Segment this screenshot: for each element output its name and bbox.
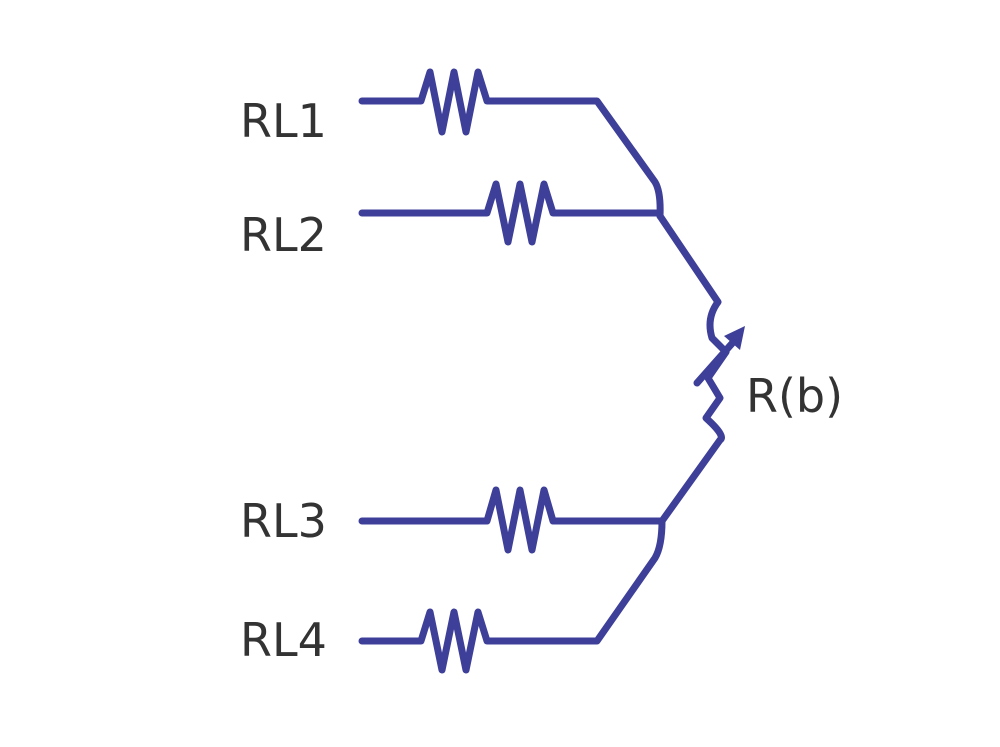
rl4-wire: [358, 517, 666, 674]
rl2-wire: [358, 180, 664, 246]
rb-trunk-wire: [656, 212, 730, 525]
rb-arrow-head: [724, 326, 745, 350]
rl3-wire: [358, 486, 666, 554]
label-rl3: RL3: [240, 494, 327, 548]
label-rl4: RL4: [240, 613, 327, 667]
label-rl2: RL2: [240, 208, 327, 262]
label-rl1: RL1: [240, 94, 327, 148]
rl1-wire: [358, 68, 664, 220]
label-rb: R(b): [746, 369, 844, 423]
rb-arrow-shaft: [693, 335, 740, 387]
